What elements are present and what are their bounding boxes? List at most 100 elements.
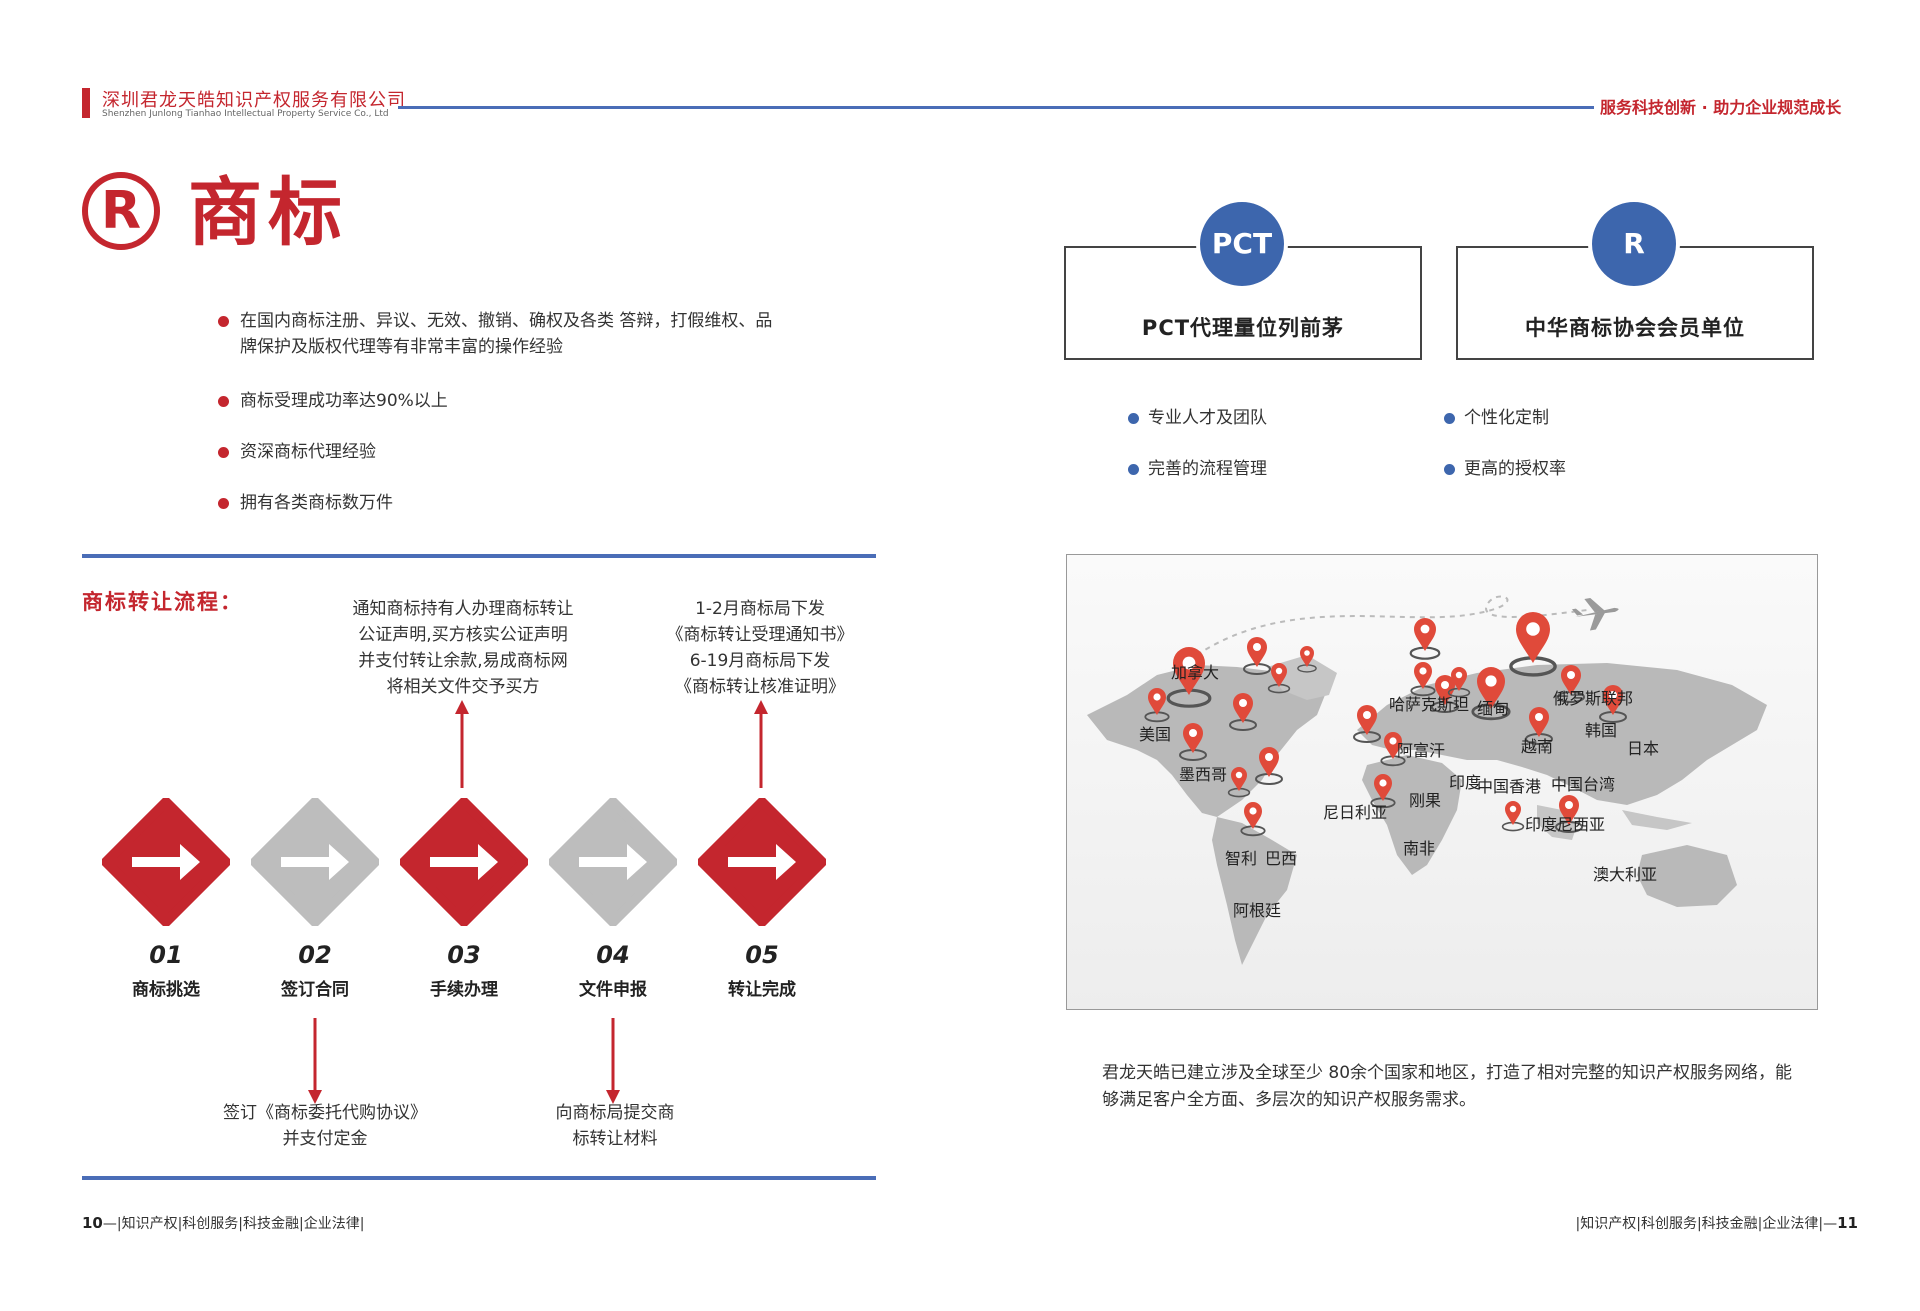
map-pin-icon [1447, 667, 1471, 698]
feature-item: 专业人才及团队 [1128, 405, 1267, 431]
map-pin-icon [1240, 802, 1266, 837]
map-pin-icon [1501, 801, 1525, 832]
map-label-canada: 加拿大 [1171, 663, 1220, 682]
map-pin-icon [1243, 637, 1271, 675]
arrow-down-icon [308, 1018, 322, 1104]
arrow-up-icon [455, 700, 469, 788]
map-pin-icon [1471, 667, 1511, 721]
airplane-icon [1571, 597, 1619, 631]
map-label-usa: 美国 [1139, 725, 1172, 744]
map-pin-icon [1410, 662, 1436, 697]
map-label-russia: 俄罗斯联邦 [1553, 689, 1634, 708]
map-pin-icon [1509, 612, 1557, 677]
step-diamond-04 [549, 798, 677, 926]
map-label-brazil: 巴西 [1265, 849, 1298, 868]
step-label: 手续办理 [430, 980, 498, 1000]
map-label-japan: 日本 [1627, 739, 1660, 758]
feature-item: 完善的流程管理 [1128, 456, 1267, 482]
map-pin-icon [1229, 693, 1257, 731]
map-pin-icon [1431, 675, 1459, 713]
map-pin-icon [1380, 732, 1406, 767]
map-label-kazakhstan: 哈萨克斯坦 [1389, 695, 1470, 714]
header-accent-bar [82, 88, 90, 118]
footer-right-text: |知识产权|科创服务|科技金融|企业法律|— [1575, 1216, 1838, 1232]
page-number-right: 11 [1837, 1214, 1858, 1232]
arrow-right-icon [698, 798, 826, 926]
step-number: 04 [596, 941, 630, 969]
map-pin-icon [1166, 647, 1212, 708]
page-title: 商标 [188, 170, 348, 256]
section-divider-bottom [82, 1176, 876, 1180]
step-diamond-03 [400, 798, 528, 926]
map-pin-icon [1557, 665, 1585, 703]
process-note-step-03: 通知商标持有人办理商标转让 公证声明,买方核实公证声明 并支付转让余款,易成商标… [352, 599, 574, 697]
step-diamond-01 [102, 798, 230, 926]
bullet-item: 在国内商标注册、异议、无效、撤销、确权及各类 答辩，打假维权、品牌保护及版权代理… [218, 308, 780, 360]
step-number: 01 [149, 941, 183, 969]
world-map: 加拿大 美国 墨西哥 智利 巴西 阿根廷 哈萨克斯坦 阿富汗 印度 尼日利亚 刚… [1066, 554, 1818, 1010]
map-pin-icon [1227, 767, 1251, 798]
map-label-chile: 智利 [1225, 849, 1258, 868]
step-number: 03 [447, 941, 481, 969]
map-label-india: 印度 [1449, 773, 1482, 792]
arrow-right-icon [102, 798, 230, 926]
step-number: 02 [298, 941, 332, 969]
map-pin-icon [1409, 618, 1441, 660]
map-label-taiwan: 中国台湾 [1551, 775, 1616, 794]
arrow-down-icon [606, 1018, 620, 1104]
map-label-nigeria: 尼日利亚 [1323, 803, 1388, 822]
map-pin-icon [1555, 795, 1583, 833]
map-label-vietnam: 越南 [1521, 737, 1554, 756]
map-label-argentina: 阿根廷 [1233, 901, 1282, 920]
map-pin-icon [1179, 723, 1207, 761]
company-name-en: Shenzhen Junlong Tianhao Intellectual Pr… [102, 109, 389, 119]
arrow-right-icon [251, 798, 379, 926]
company-name-cn: 深圳君龙天皓知识产权服务有限公司 [102, 90, 406, 111]
pct-badge: PCT [1196, 198, 1288, 290]
process-note-step-02: 签订《商标委托代购协议》 并支付定金 [223, 1103, 427, 1149]
map-label-hongkong: 中国香港 [1477, 777, 1542, 796]
map-label-mexico: 墨西哥 [1179, 765, 1228, 784]
map-pin-icon [1297, 646, 1317, 673]
header-slogan: 服务科技创新 · 助力企业规范成长 [1600, 98, 1842, 117]
trademark-badge: R [1588, 198, 1680, 290]
map-pin-icon [1255, 747, 1283, 785]
trademark-box-text: 中华商标协会会员单位 [1525, 316, 1745, 340]
arrow-up-icon [754, 700, 768, 788]
step-number: 05 [745, 941, 779, 969]
map-pin-icon [1370, 774, 1396, 809]
map-label-indonesia: 印度尼西亚 [1525, 815, 1606, 834]
step-diamond-05 [698, 798, 826, 926]
map-label-australia: 澳大利亚 [1593, 865, 1658, 884]
page-number-left: 10 [82, 1214, 103, 1232]
map-label-myanmar: 缅甸 [1477, 699, 1510, 718]
pct-box-text: PCT代理量位列前茅 [1141, 316, 1345, 340]
arrow-right-icon [400, 798, 528, 926]
map-pins [1144, 612, 1627, 837]
bullet-item: 商标受理成功率达90%以上 [218, 388, 448, 414]
section-divider-top [82, 554, 876, 558]
step-label: 商标挑选 [132, 980, 200, 1000]
arrow-right-icon [549, 798, 677, 926]
map-label-congo: 刚果 [1409, 791, 1442, 810]
step-label: 签订合同 [281, 980, 349, 1000]
map-pin-icon [1353, 705, 1381, 743]
process-title: 商标转让流程： [82, 590, 243, 614]
bullet-item: 资深商标代理经验 [218, 439, 376, 465]
footer-left-text: —|知识产权|科创服务|科技金融|企业法律| [102, 1216, 365, 1232]
process-note-step-04: 向商标局提交商 标转让材料 [555, 1103, 675, 1149]
feature-item: 个性化定制 [1444, 405, 1549, 431]
world-map-shapes [1087, 595, 1767, 965]
step-label: 文件申报 [579, 980, 647, 1000]
header-divider [398, 106, 1594, 109]
footer-left: 10—|知识产权|科创服务|科技金融|企业法律| [82, 1213, 364, 1233]
map-label-afghanistan: 阿富汗 [1397, 741, 1446, 760]
map-pin-icon [1599, 685, 1627, 723]
registered-trademark-icon: R [82, 172, 160, 250]
step-label: 转让完成 [728, 980, 796, 1000]
process-note-step-05: 1-2月商标局下发 《商标转让受理通知书》 6-19月商标局下发 《商标转让核准… [666, 599, 854, 697]
map-label-korea: 韩国 [1585, 721, 1618, 740]
map-pin-icon [1525, 707, 1553, 745]
step-diamond-02 [251, 798, 379, 926]
map-pin-icon [1144, 688, 1170, 723]
